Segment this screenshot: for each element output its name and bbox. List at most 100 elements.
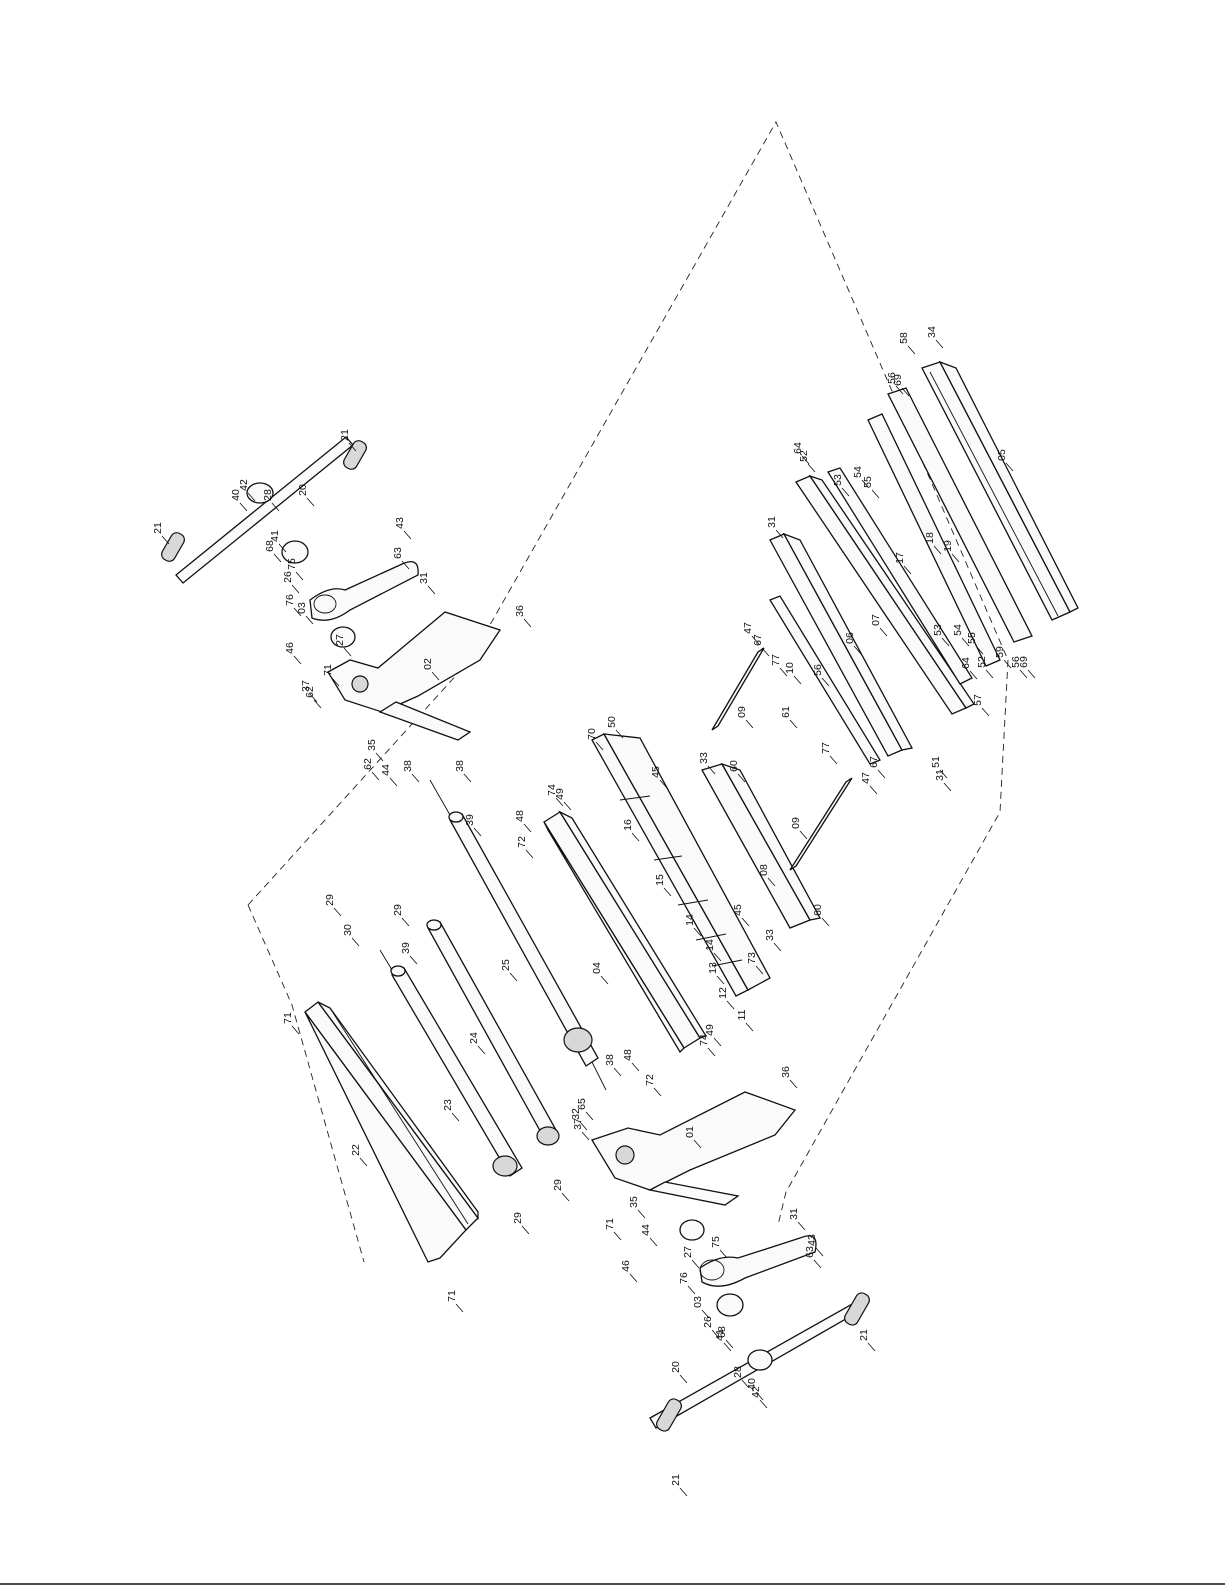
callout-leader-45-2 [741,917,750,927]
callout-leader-38-2 [463,773,472,783]
callout-leader-19-1 [951,553,960,563]
callout-leader-47-2 [869,785,878,795]
callout-61: 61 [780,706,792,718]
frame-rail-06 [769,532,913,757]
callout-41-2: 41 [714,1329,726,1341]
callout-35: 35 [366,739,378,751]
callout-leader-03-2 [701,1309,710,1319]
callout-leader-29-3 [561,1192,570,1202]
callout-leader-47-1 [751,635,760,645]
callout-leader-57-1 [981,707,990,717]
callout-leader-62-2 [371,771,380,781]
callout-leader-28-1 [271,502,280,512]
callout-leader-38-3 [613,1067,622,1077]
callout-49-2: 49 [704,1024,716,1036]
callout-leader-60-2 [821,917,830,927]
callout-51: 51 [930,756,942,768]
callout-53: 53 [832,474,844,486]
callout-43: 43 [394,517,406,529]
callout-leader-01-1 [693,1139,702,1149]
callout-71-3: 71 [604,1218,616,1230]
callout-leader-27-1 [343,647,352,657]
callout-leader-29-1 [333,907,342,917]
side-rail-18 [867,413,1001,667]
callout-leader-54-1 [861,479,870,489]
callout-leader-44-2 [649,1237,658,1247]
callout-leader-56-1 [821,677,830,687]
callout-leader-69-2 [1027,669,1036,679]
callout-leader-52-2 [985,669,994,679]
callout-leader-06-1 [853,645,862,655]
callout-39-2: 39 [400,942,412,954]
callout-01: 01 [684,1126,696,1138]
callout-74-2: 74 [698,1034,710,1046]
callout-leader-18-1 [933,545,942,555]
callout-04: 04 [591,962,603,974]
callout-leader-31-1 [427,585,436,595]
callout-leader-03-1 [305,615,314,625]
callout-68-2: 68 [716,1326,728,1338]
callout-leader-63-2 [813,1259,822,1269]
callout-leader-73-1 [755,965,764,975]
callout-labels: 0102030304050607080909101112131414151617… [152,326,1036,1497]
callout-10: 10 [784,662,796,674]
callout-09: 09 [736,706,748,718]
callout-73: 73 [746,952,758,964]
callout-26-2: 26 [702,1316,714,1328]
callout-31-3: 31 [934,769,946,781]
callout-20-2: 20 [670,1361,682,1373]
callout-leader-33-2 [773,942,782,952]
callout-74: 74 [546,784,558,796]
roller-24 [426,919,560,1146]
callout-12: 12 [717,987,729,999]
callout-36: 36 [514,605,526,617]
callout-46-2: 46 [620,1260,632,1272]
callout-leader-37-1 [309,693,318,703]
callout-52-2: 52 [976,656,988,668]
callout-31: 31 [418,572,430,584]
callout-71-2: 71 [282,1012,294,1024]
assembly-guide-left [247,904,365,1263]
callout-leader-45-1 [659,779,668,789]
crank-arm-upper [281,540,419,648]
callout-leader-71-2 [291,1025,300,1035]
callout-31-2: 31 [766,516,778,528]
callout-leader-26-2 [711,1329,720,1339]
callout-leader-77-1 [779,667,788,677]
callout-leader-40-2 [755,1391,764,1401]
callout-56: 56 [812,664,824,676]
side-frame-lower [591,1091,797,1206]
callout-44: 44 [380,764,392,776]
callout-leader-38-1 [411,773,420,783]
callout-21-2: 21 [339,429,351,441]
side-rail-17 [827,467,973,685]
callout-36-2: 36 [780,1066,792,1078]
callout-leader-29-2 [401,917,410,927]
callout-leader-02-1 [431,671,440,681]
callout-54-2: 54 [952,624,964,636]
callout-06: 06 [844,632,856,644]
callout-32: 32 [570,1108,582,1120]
callout-41: 41 [269,530,281,542]
callout-67: 67 [752,634,764,646]
callout-leader-41-1 [278,543,287,553]
callout-49: 49 [554,788,566,800]
callout-leader-50-1 [615,729,624,739]
callout-leader-14-2 [693,927,702,937]
callout-leader-21-1 [161,535,170,545]
callout-leader-36-1 [523,618,532,628]
callout-leader-07-1 [879,627,888,637]
callout-23: 23 [442,1099,454,1111]
callout-53-2: 53 [932,624,944,636]
callout-20: 20 [297,484,309,496]
callout-48-2: 48 [622,1049,634,1061]
callout-22: 22 [350,1144,362,1156]
callout-11: 11 [736,1009,748,1020]
callout-leader-40-1 [239,502,248,512]
callout-leader-53-2 [941,637,950,647]
callout-48: 48 [514,810,526,822]
callout-28: 28 [262,489,274,501]
callout-leader-23-1 [451,1112,460,1122]
callout-leader-21-4 [867,1342,876,1352]
callout-37: 37 [300,680,312,692]
